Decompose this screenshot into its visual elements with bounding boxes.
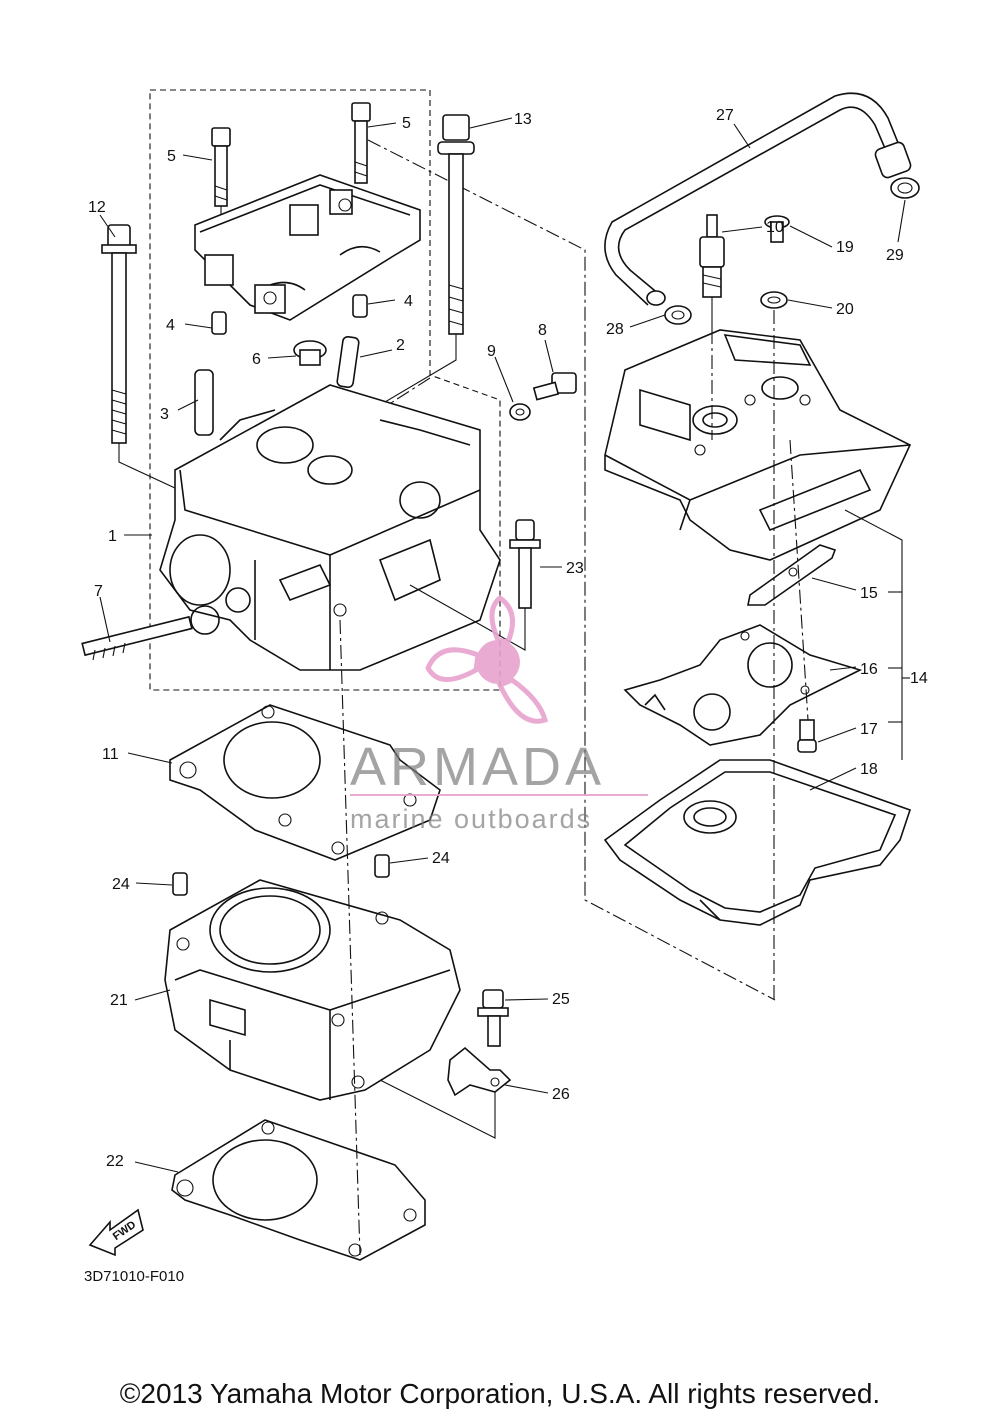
breather-hose-27	[604, 92, 912, 306]
callout-7: 7	[94, 583, 103, 600]
bolt-19	[764, 215, 790, 243]
callout-6: 6	[252, 351, 261, 368]
bolt-17	[797, 719, 817, 753]
plate-16	[623, 624, 863, 746]
leader-bracket-14	[844, 509, 910, 760]
bolt-5-right	[351, 102, 371, 184]
callout-21: 21	[110, 992, 128, 1009]
spark-plug-10	[699, 214, 725, 330]
callout-26: 26	[552, 1086, 570, 1103]
watermark-logo: ARMADA marine outboards	[350, 594, 648, 834]
callout-19: 19	[836, 239, 854, 256]
callout-29: 29	[886, 247, 904, 264]
bolt-25	[477, 989, 509, 1047]
callout-8: 8	[538, 322, 547, 339]
callout-18: 18	[860, 761, 878, 778]
grommet-20	[760, 291, 788, 309]
watermark-propeller-icon	[476, 640, 520, 684]
bracket-26	[379, 1046, 512, 1139]
diagram-code: 3D71010-F010	[84, 1268, 185, 1285]
camshaft-cap	[194, 174, 421, 321]
head-gasket-11	[169, 704, 441, 861]
callout-20: 20	[836, 301, 854, 318]
stud-7	[81, 615, 193, 661]
callout-9: 9	[487, 343, 496, 360]
clamp-28	[664, 305, 692, 325]
callout-1: 1	[108, 528, 117, 545]
guide-3	[194, 369, 214, 436]
callout-4-left: 4	[166, 317, 175, 334]
watermark-name: ARMADA	[350, 737, 605, 797]
cylinder-head-cover	[604, 329, 912, 561]
clamp-29	[890, 177, 920, 199]
callout-3: 3	[160, 406, 169, 423]
callout-27: 27	[716, 107, 734, 124]
callout-24-left: 24	[112, 876, 130, 893]
callout-22: 22	[106, 1153, 124, 1170]
callout-16: 16	[860, 661, 878, 678]
callout-5-right: 5	[402, 115, 411, 132]
bolt-12	[101, 224, 191, 496]
cylinder-head	[159, 384, 501, 671]
dowel-4	[211, 294, 368, 335]
cover-gasket-18	[603, 759, 912, 926]
callout-4-right: 4	[404, 293, 413, 310]
callout-14: 14	[910, 670, 928, 687]
callout-24-right: 24	[432, 850, 450, 867]
bolt-8	[532, 372, 577, 401]
assembly-outline	[149, 89, 776, 1001]
dowel-24	[172, 854, 390, 896]
assembly-axes	[711, 310, 809, 1000]
callout-12: 12	[88, 199, 106, 216]
callout-17: 17	[860, 721, 878, 738]
callout-28: 28	[606, 321, 624, 338]
bolt-13	[379, 114, 475, 406]
callout-11: 11	[102, 746, 119, 763]
plate-15	[747, 544, 837, 606]
bolt-23	[409, 519, 541, 651]
plug-6	[293, 340, 327, 366]
bolt-5-left	[211, 127, 231, 230]
callout-leaders	[99, 117, 906, 1173]
fwd-arrow-icon: FWD	[88, 1208, 144, 1257]
callout-2: 2	[396, 337, 405, 354]
washer-9	[509, 403, 531, 421]
callout-labels: 1 2 3 4 4 5 5 6 7 8 9 10 11 12 13 14 15 …	[88, 107, 928, 1170]
callout-23: 23	[566, 560, 584, 577]
callout-5-left: 5	[167, 148, 176, 165]
base-gasket-22	[171, 1119, 426, 1261]
callout-15: 15	[860, 585, 878, 602]
callout-10: 10	[766, 219, 784, 236]
callout-13: 13	[514, 111, 532, 128]
copyright-notice: ©2013 Yamaha Motor Corporation, U.S.A. A…	[119, 1378, 881, 1409]
callout-25: 25	[552, 991, 570, 1008]
guide-2	[336, 335, 360, 389]
cylinder-21	[164, 879, 461, 1101]
watermark-tagline: marine outboards	[350, 804, 592, 834]
